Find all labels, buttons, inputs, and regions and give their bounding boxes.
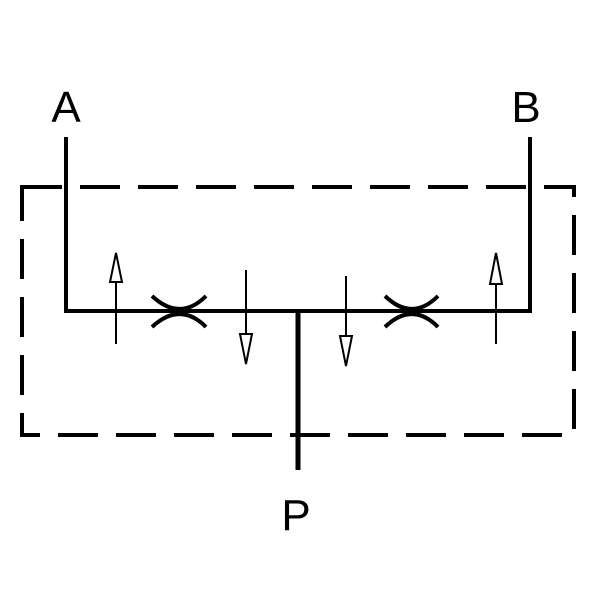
flow-line-a-to-b bbox=[64, 137, 532, 313]
flow-arrow-down-icon bbox=[238, 270, 254, 365]
flow-arrow-down-icon bbox=[338, 276, 354, 367]
flow-arrow-up-icon bbox=[488, 252, 504, 344]
port-label-p: P bbox=[281, 491, 310, 540]
throttle-restrictor-left bbox=[150, 294, 208, 329]
port-label-a: A bbox=[51, 83, 81, 132]
port-label-b: B bbox=[511, 83, 540, 132]
throttle-restrictor-right bbox=[383, 294, 440, 329]
flow-arrow-up-icon bbox=[108, 252, 124, 344]
